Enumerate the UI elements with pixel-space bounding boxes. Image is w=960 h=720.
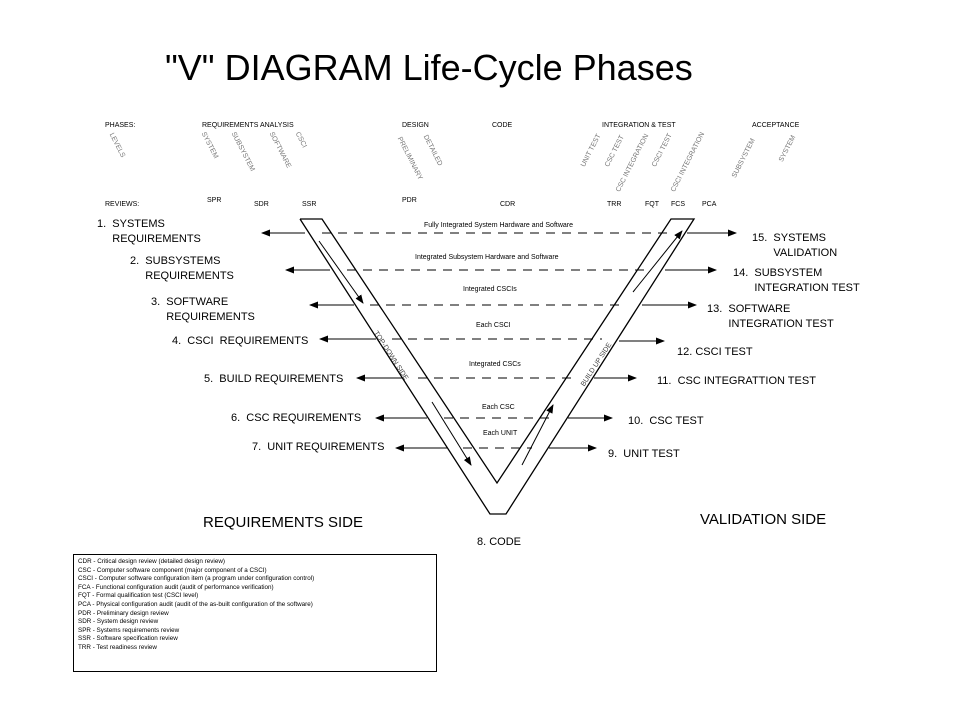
test-14: 14. SUBSYSTEM INTEGRATION TEST bbox=[733, 267, 860, 294]
legend-item: TRR - Test readiness review bbox=[78, 643, 157, 651]
middle-label-3: Integrated CSCIs bbox=[461, 286, 519, 293]
review-fcs: FCS bbox=[671, 201, 685, 208]
dashed-lines bbox=[322, 232, 673, 449]
acronym-legend: CDR - Critical design review (detailed d… bbox=[73, 554, 437, 672]
requirement-5: 5. BUILD REQUIREMENTS bbox=[204, 373, 344, 385]
review-ssr: SSR bbox=[302, 201, 317, 208]
requirement-2: 2. SUBSYSTEMS REQUIREMENTS bbox=[130, 255, 234, 282]
middle-label-5: Integrated CSCs bbox=[467, 361, 523, 368]
legend-item: PDR - Preliminary design review bbox=[78, 609, 169, 617]
middle-label-2: Integrated Subsystem Hardware and Softwa… bbox=[413, 254, 561, 261]
phase-code: CODE bbox=[492, 122, 513, 129]
test-12: 12. CSCI TEST bbox=[677, 346, 753, 358]
legend-item: FCA - Functional configuration audit (au… bbox=[78, 583, 274, 591]
build-up-arrow-1 bbox=[521, 404, 554, 466]
right-arrows bbox=[549, 229, 737, 452]
legend-item: CSC - Computer software component (major… bbox=[78, 566, 267, 574]
v-outer-outline bbox=[299, 218, 696, 515]
v-shape bbox=[299, 218, 696, 515]
legend-item: SDR - System design review bbox=[78, 618, 159, 626]
legend-item: PCA - Physical configuration audit (audi… bbox=[78, 600, 313, 608]
requirement-7: 7. UNIT REQUIREMENTS bbox=[252, 441, 385, 453]
v-inner-arrows bbox=[318, 230, 683, 466]
phase-design: DESIGN bbox=[402, 122, 429, 129]
requirements-side-label: REQUIREMENTS SIDE bbox=[203, 514, 364, 531]
top-down-arrow-1 bbox=[318, 240, 364, 304]
code-label: 8. CODE bbox=[477, 536, 522, 548]
legend-item: CSCI - Computer software configuration i… bbox=[78, 575, 315, 583]
legend-item: CDR - Critical design review (detailed d… bbox=[78, 558, 225, 565]
review-sdr: SDR bbox=[254, 201, 269, 208]
legend-item: SPR - Systems requirements review bbox=[78, 626, 180, 634]
requirement-1: 1. SYSTEMS REQUIREMENTS bbox=[97, 218, 201, 245]
middle-label-7: Each UNIT bbox=[481, 430, 520, 437]
test-11: 11. CSC INTEGRATTION TEST bbox=[657, 375, 816, 387]
middle-label-6: Each CSC bbox=[480, 404, 517, 411]
phase-integration-test: INTEGRATION & TEST bbox=[602, 122, 676, 129]
test-15: 15. SYSTEMS VALIDATION bbox=[752, 232, 838, 259]
page-title: "V" DIAGRAM Life-Cycle Phases bbox=[165, 47, 693, 88]
test-13: 13. SOFTWARE INTEGRATION TEST bbox=[707, 303, 834, 330]
requirement-3: 3. SOFTWARE REQUIREMENTS bbox=[151, 296, 255, 323]
review-pdr: PDR bbox=[402, 197, 417, 204]
review-spr: SPR bbox=[207, 197, 222, 204]
test-10: 10. CSC TEST bbox=[628, 415, 704, 427]
legend-item: FQT - Formal qualification test (CSCI le… bbox=[78, 592, 199, 600]
middle-label-4: Each CSCI bbox=[474, 322, 513, 329]
requirement-4: 4. CSCI REQUIREMENTS bbox=[172, 335, 309, 347]
review-fqt: FQT bbox=[645, 201, 659, 208]
left-arrows bbox=[261, 229, 448, 452]
validation-side-label: VALIDATION SIDE bbox=[700, 511, 827, 528]
phase-requirements-analysis: REQUIREMENTS ANALYSIS bbox=[202, 122, 294, 129]
test-9: 9. UNIT TEST bbox=[608, 448, 680, 460]
build-up-arrow-2 bbox=[632, 230, 683, 293]
middle-label-1: Fully Integrated System Hardware and Sof… bbox=[422, 222, 576, 229]
review-cdr: CDR bbox=[500, 201, 516, 208]
requirement-6: 6. CSC REQUIREMENTS bbox=[231, 412, 362, 424]
review-trr: TRR bbox=[607, 201, 622, 208]
top-down-arrow-2 bbox=[431, 401, 472, 466]
legend-item: SSR - Software specification review bbox=[78, 635, 178, 643]
reviews-label: REVIEWS: bbox=[105, 201, 140, 208]
phase-acceptance: ACCEPTANCE bbox=[752, 122, 800, 129]
review-pca: PCA bbox=[702, 201, 717, 208]
phases-label: PHASES: bbox=[105, 122, 136, 129]
